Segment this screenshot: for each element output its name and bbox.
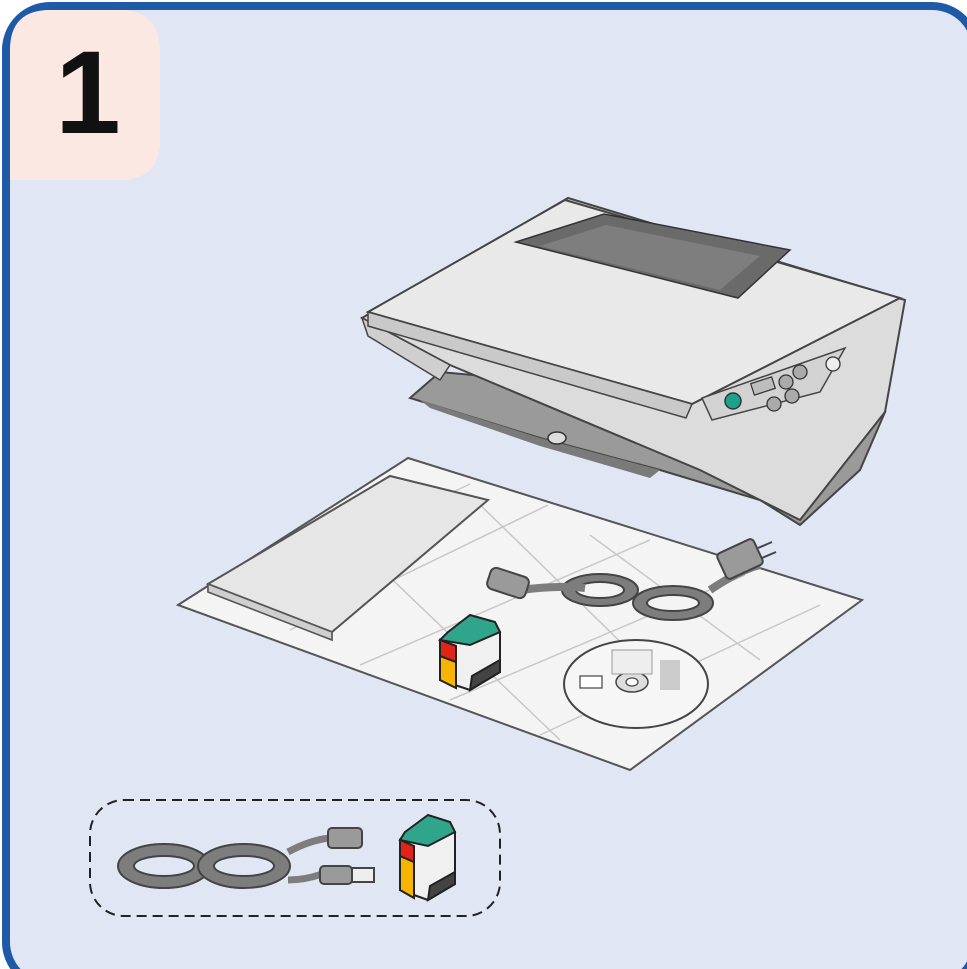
step-number: 1 [48, 28, 128, 158]
green-start-button [725, 393, 741, 409]
software-cd-icon [564, 640, 708, 728]
